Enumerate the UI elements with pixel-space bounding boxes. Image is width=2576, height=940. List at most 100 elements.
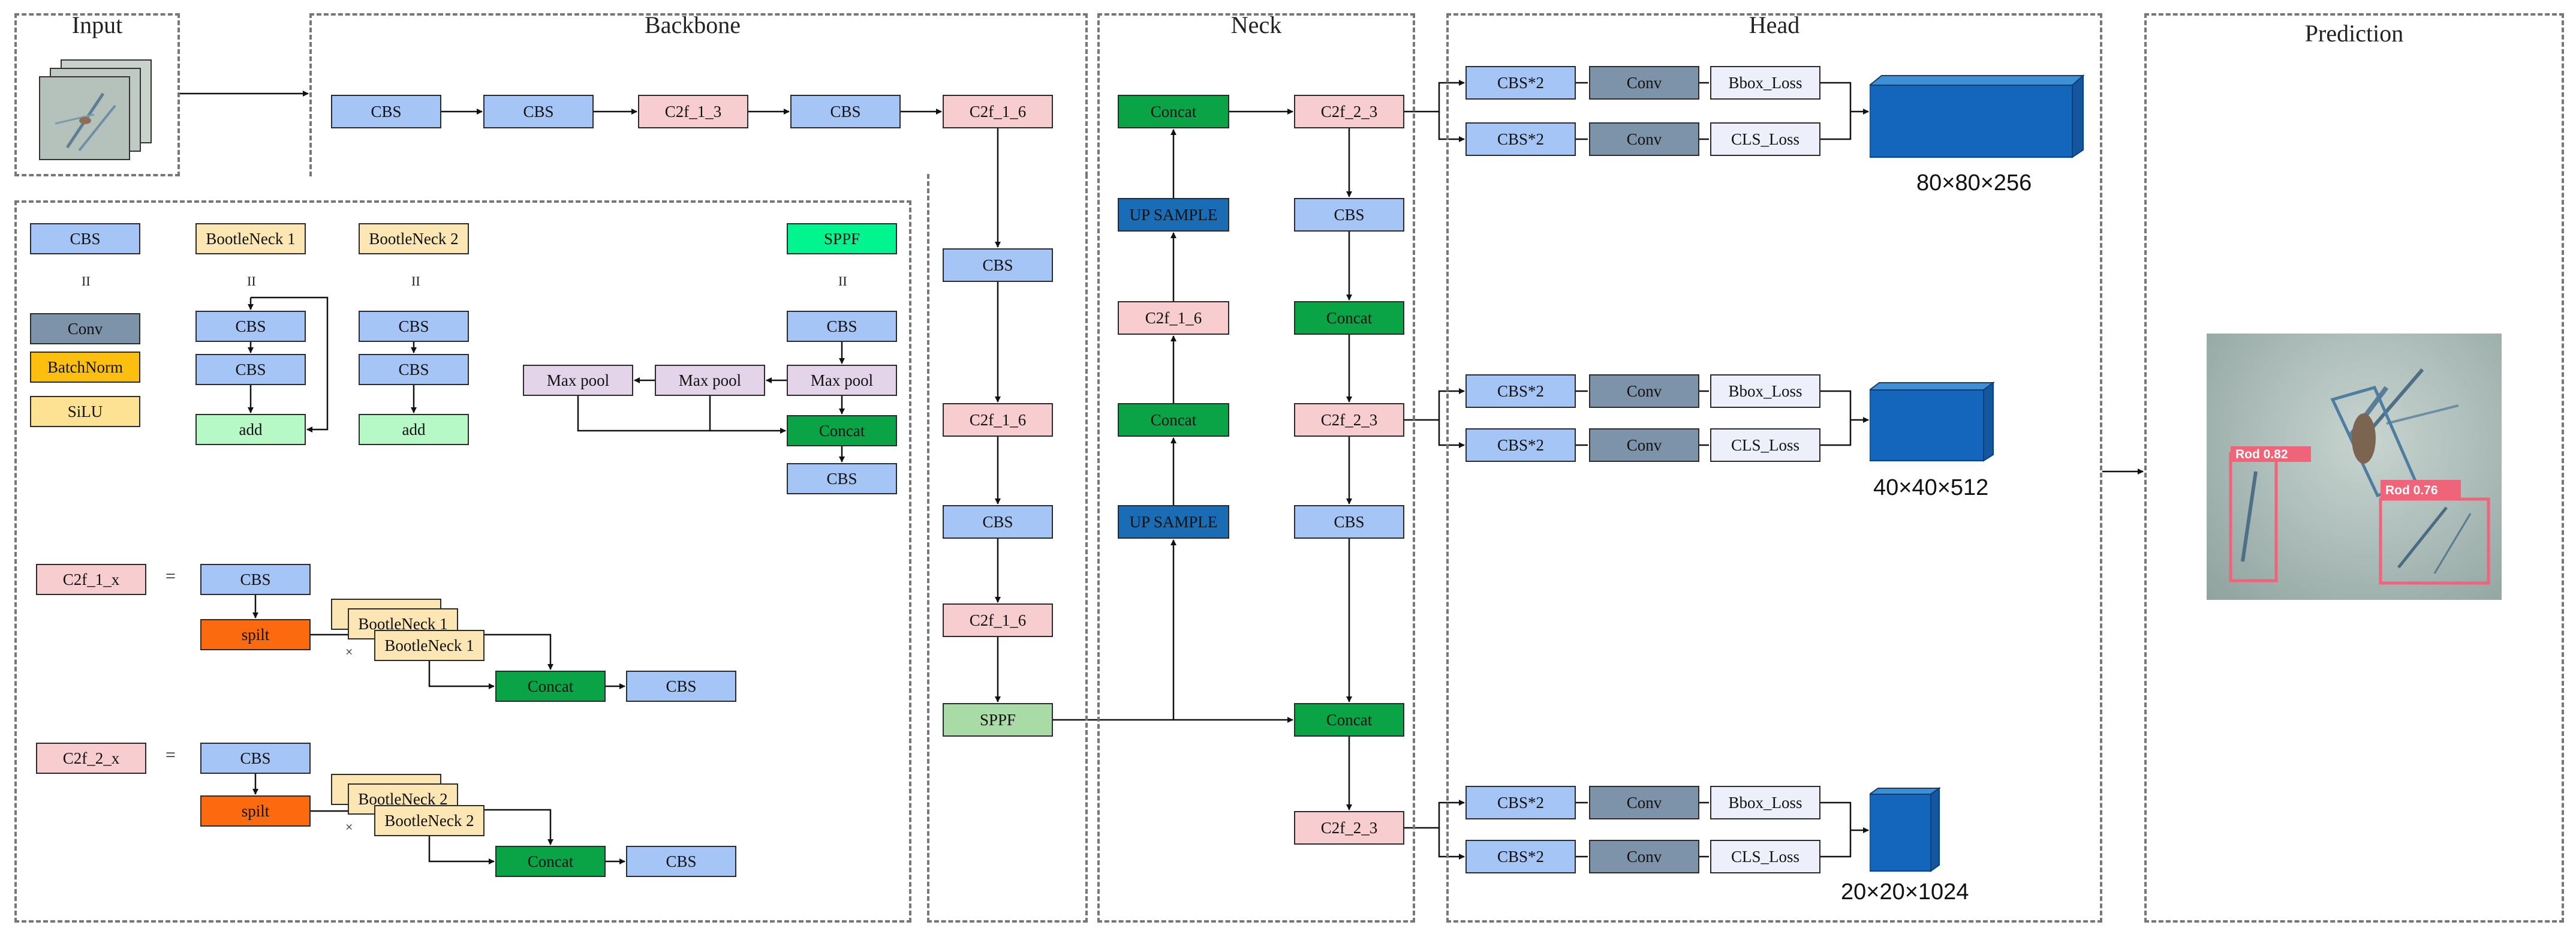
neck-c2f-2-3-c: C2f_2_3 [1294,811,1404,845]
tensor-cube-80 [1870,74,2085,158]
head-conv-3a: Conv [1589,786,1699,819]
legend-c2f-2-x-equals: = [165,745,176,765]
connector-64 [458,633,553,670]
legend-bottleneck-1-cbs-b: CBS [195,354,306,385]
head-cbs2-3b: CBS*2 [1465,840,1576,873]
neck-c2f-2-3-b: C2f_2_3 [1294,403,1404,437]
neck-upsample-2: UP SAMPLE [1118,505,1229,539]
prediction-label-2: Rod 0.76 [2385,483,2438,497]
tensor-cube-40 [1870,382,1995,462]
head-cls-loss-1: CLS_Loss [1710,122,1820,156]
legend-sppf-maxpool-c: Max pool [787,365,897,396]
head-conv-2b: Conv [1589,428,1699,462]
legend-c2f-1-x-concat: Concat [495,671,606,702]
connector-51 [251,296,329,433]
backbone-sppf: SPPF [943,703,1053,737]
legend-bottleneck-2: BootleNeck 2 [359,223,469,254]
neck-panel [1097,13,1415,923]
connector-59 [577,396,786,434]
neck-title: Neck [1230,11,1282,38]
backbone-c2f-1-6-c: C2f_1_6 [943,603,1053,637]
legend-conv: Conv [30,313,140,344]
legend-c2f-1-x-spilt: spilt [200,619,311,650]
neck-concat-1: Concat [1118,95,1229,128]
backbone-cbs-4: CBS [943,248,1053,282]
legend-batchnorm: BatchNorm [30,352,140,383]
prediction-label-1: Rod 0.82 [2235,448,2288,461]
tensor-dim-40: 40×40×512 [1873,475,1989,500]
connector-65 [428,661,495,689]
backbone-cbs-1: CBS [331,95,441,128]
connector-29 [1438,828,1465,860]
legend-bottleneck-1-cbs-a: CBS [195,311,306,342]
head-cbs2-3a: CBS*2 [1465,786,1576,819]
legend-c2f-2-x: C2f_2_x [36,743,146,774]
legend-c2f-2-x-cbs: CBS [200,743,311,774]
legend-c2f-2-x-out-cbs: CBS [626,846,736,877]
connector-70 [428,836,495,864]
head-panel [1446,13,2102,923]
legend-cbs-equals: II [82,274,91,289]
input-title: Input [71,11,123,38]
prediction-panel [2144,13,2564,923]
legend-c2f-2-x-times: × [345,819,353,834]
head-conv-1b: Conv [1589,122,1699,156]
legend-bottleneck-2-cbs-a: CBS [359,311,469,342]
legend-c2f-1-x-equals: = [165,566,176,586]
backbone-cbs-5: CBS [943,505,1053,539]
connector-26 [1404,388,1465,421]
backbone-c2f-1-6-a: C2f_1_6 [943,95,1053,128]
head-conv-2a: Conv [1589,374,1699,408]
legend-c2f-1-x-times: × [345,644,353,659]
head-cls-loss-2: CLS_Loss [1710,428,1820,462]
legend-cbs: CBS [30,223,140,254]
legend-bottleneck-2-cbs-b: CBS [359,354,469,385]
tensor-dim-20: 20×20×1024 [1841,879,1969,905]
legend-sppf-maxpool-a: Max pool [523,365,633,396]
head-bbox-loss-3: Bbox_Loss [1710,786,1820,819]
legend-c2f-2-x-bn-front: BootleNeck 2 [374,805,484,836]
head-conv-3b: Conv [1589,840,1699,873]
neck-concat-2: Concat [1118,403,1229,437]
head-conv-1a: Conv [1589,66,1699,100]
legend-c2f-1-x-out-cbs: CBS [626,671,736,702]
tensor-dim-80: 80×80×256 [1916,170,2032,196]
connector-28 [1404,800,1465,829]
connector-24 [1404,80,1465,113]
prediction-title: Prediction [2304,20,2404,47]
connector-40 [1820,390,1852,446]
neck-concat-3: Concat [1294,301,1404,335]
legend-bottleneck-2-equals: II [411,274,420,289]
connector-25 [1438,112,1465,142]
input-image-stack [37,58,157,166]
backbone-c2f-1-6-b: C2f_1_6 [943,403,1053,437]
connector-69 [458,809,553,845]
prediction-image: Rod 0.82 Rod 0.76 [2207,334,2502,600]
backbone-title: Backbone [645,11,741,38]
input-panel [14,13,180,176]
neck-concat-4: Concat [1294,703,1404,737]
legend-silu: SiLU [30,396,140,427]
head-cbs2-1a: CBS*2 [1465,66,1576,100]
neck-cbs-1: CBS [1294,198,1404,232]
head-bbox-loss-1: Bbox_Loss [1710,66,1820,100]
neck-cbs-2: CBS [1294,505,1404,539]
tensor-cube-20 [1870,787,1942,872]
legend-c2f-2-x-concat: Concat [495,846,606,877]
legend-c2f-1-x: C2f_1_x [36,564,146,595]
legend-c2f-1-x-bn-front: BootleNeck 1 [374,630,484,661]
legend-bottleneck-1-add: add [195,414,306,445]
legend-c2f-1-x-cbs: CBS [200,564,311,595]
head-bbox-loss-2: Bbox_Loss [1710,374,1820,408]
legend-sppf-cbs-a: CBS [787,311,897,342]
legend-bottleneck-1-equals: II [247,274,256,289]
backbone-cbs-3: CBS [790,95,901,128]
head-cls-loss-3: CLS_Loss [1710,840,1820,873]
backbone-cbs-2: CBS [483,95,594,128]
legend-bottleneck-1: BootleNeck 1 [195,223,306,254]
head-title: Head [1749,11,1800,38]
legend-panel [14,200,911,923]
neck-upsample-1: UP SAMPLE [1118,198,1229,232]
